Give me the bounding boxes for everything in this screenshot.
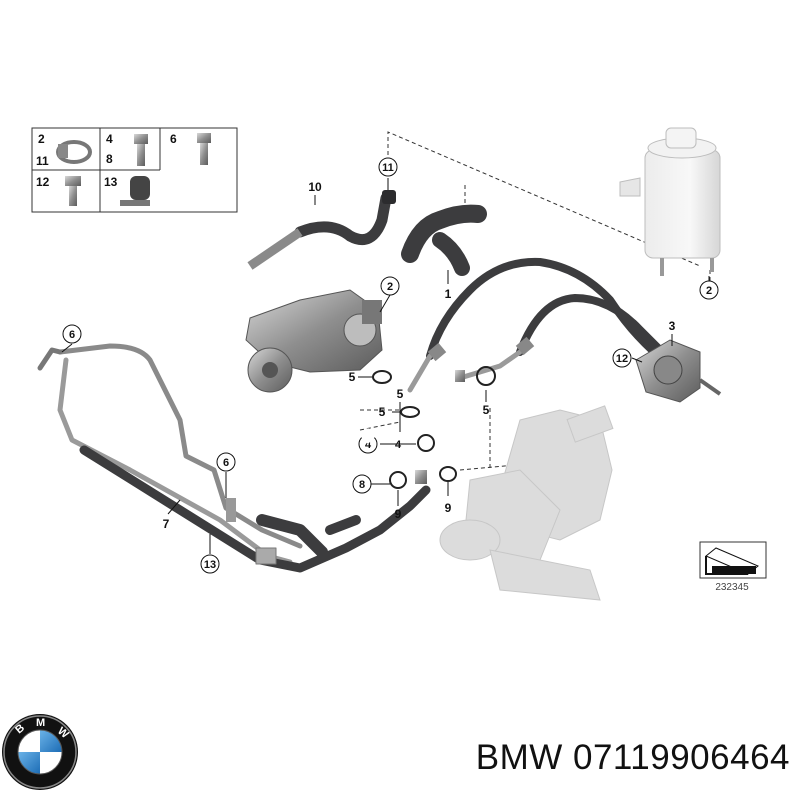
legend-label-13: 13 — [104, 175, 118, 189]
bmw-logo: B M W — [2, 714, 78, 790]
pressure-hoses — [407, 257, 664, 393]
svg-text:M: M — [36, 717, 45, 729]
callout-5-b: 5 — [397, 387, 404, 401]
suction-hose-10 — [247, 190, 396, 270]
callout-4-diamond — [360, 428, 376, 444]
callout-13: 13 — [204, 559, 216, 571]
reservoir-tank — [619, 127, 721, 276]
callout-11: 11 — [382, 162, 394, 174]
callout-8: 8 — [359, 479, 365, 491]
callout-7: 7 — [163, 517, 170, 531]
pressure-unit-3 — [635, 339, 722, 403]
callout-5-a: 5 — [349, 370, 356, 384]
legend-label-2: 2 — [38, 132, 45, 146]
power-steering-pump — [245, 289, 383, 393]
callout-5-c: 5 — [379, 405, 386, 419]
rubber-bracket-icon — [120, 176, 150, 206]
diagram-reference-number: 232345 — [715, 582, 749, 593]
callout-3: 3 — [669, 319, 676, 333]
flange-bolt-icon — [65, 176, 81, 206]
cooling-loop-line — [37, 343, 431, 573]
legend-label-11: 11 — [36, 154, 49, 168]
callout-9-b: 9 — [445, 501, 452, 515]
legend-box: 2 11 4 8 6 12 13 — [31, 127, 238, 213]
legend-label-12: 12 — [36, 175, 50, 189]
reference-box — [699, 541, 767, 579]
callout-6-a: 6 — [69, 329, 75, 341]
o-rings — [372, 366, 496, 489]
steering-gear-ghost — [439, 405, 614, 601]
callout-circles — [62, 157, 719, 574]
callout-2-tank: 2 — [706, 285, 712, 297]
brand-part-number: BMW 07119906464 — [475, 738, 790, 777]
legend-label-4: 4 — [106, 132, 113, 146]
callout-5-d: 5 — [483, 403, 490, 417]
callout-leaders — [61, 178, 710, 554]
callout-1: 1 — [445, 287, 452, 301]
callout-6-b: 6 — [223, 457, 229, 469]
legend-label-8: 8 — [106, 152, 113, 166]
reservoir-hose-1 — [401, 204, 487, 276]
legend-label-6: 6 — [170, 132, 177, 146]
callout-12: 12 — [616, 353, 628, 365]
callout-2-pump: 2 — [387, 281, 393, 293]
banjo-bolt-icon — [134, 134, 148, 166]
hose-clamp-icon — [56, 140, 92, 164]
callout-4-b: 4 — [395, 439, 402, 451]
callout-10: 10 — [308, 180, 322, 194]
hex-bolt-icon — [197, 133, 211, 165]
callout-4-a: 4 — [365, 439, 372, 451]
banjo-fittings — [415, 370, 465, 484]
callout-9-a: 9 — [395, 507, 402, 521]
